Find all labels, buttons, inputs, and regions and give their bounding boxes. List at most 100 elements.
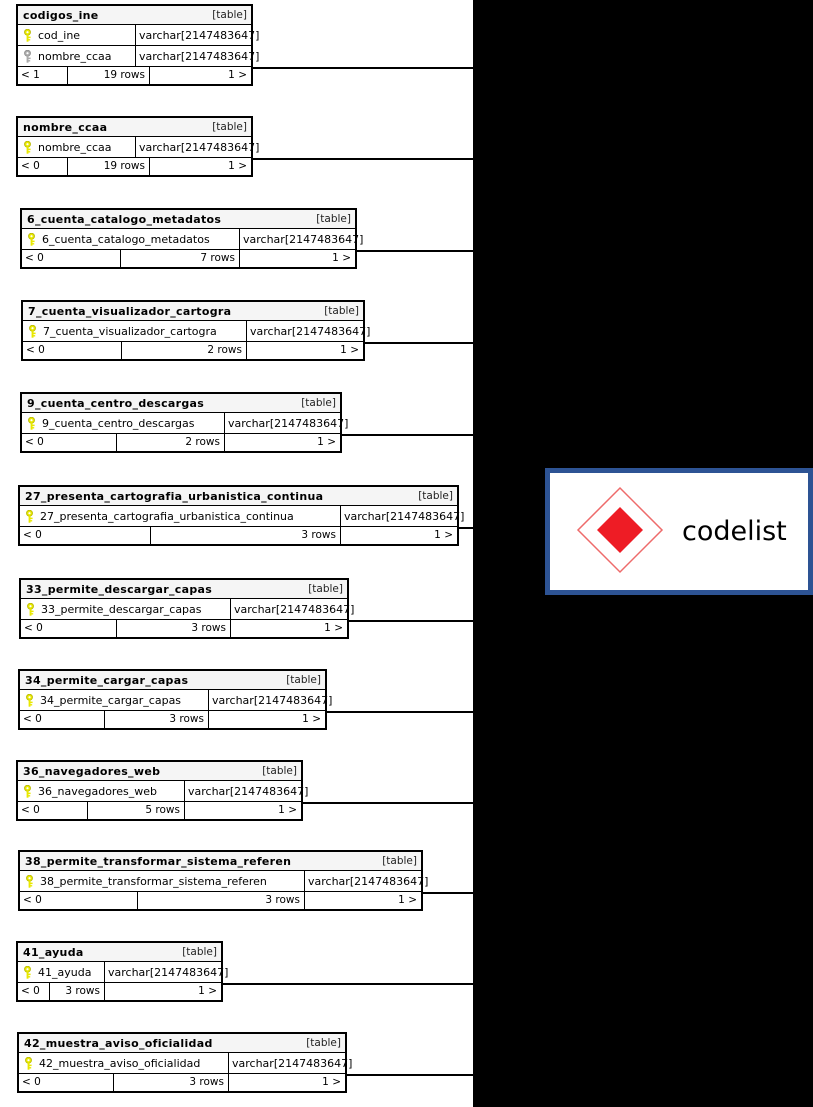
entity-table[interactable]: 7_cuenta_visualizador_cartogra[table]7_c…	[21, 300, 370, 361]
field-type-cell: varchar[2147483647]	[108, 965, 229, 979]
entity-type-tag: [table]	[182, 945, 217, 958]
row-count-label: 19 rows	[68, 67, 150, 84]
prev-page-button[interactable]: < 0	[20, 892, 138, 909]
entity-title-bar: 36_navegadores_web[table]	[18, 762, 301, 781]
field-type-cell: varchar[2147483647]	[139, 140, 260, 154]
relationship-connector	[253, 158, 473, 160]
entity-type-tag: [table]	[418, 489, 453, 502]
next-page-button[interactable]: 1 >	[322, 1076, 341, 1089]
next-page-button[interactable]: 1 >	[198, 985, 217, 998]
prev-page-button[interactable]: < 0	[20, 711, 105, 728]
entity-table[interactable]: 33_permite_descargar_capas[table]33_perm…	[19, 578, 354, 639]
entity-title-bar: 34_permite_cargar_capas[table]	[20, 671, 325, 690]
entity-type-tag: [table]	[382, 854, 417, 867]
entity-table[interactable]: 42_muestra_aviso_oficialidad[table]42_mu…	[17, 1032, 352, 1093]
row-count-label: 7 rows	[121, 250, 240, 267]
primary-key-icon	[22, 784, 33, 798]
prev-page-button[interactable]: < 0	[22, 434, 117, 451]
relationship-connector	[423, 892, 473, 894]
entity-type-tag: [table]	[262, 764, 297, 777]
next-page-button[interactable]: 1 >	[278, 804, 297, 817]
primary-key-icon	[24, 693, 35, 707]
next-page-button[interactable]: 1 >	[340, 344, 359, 357]
next-page-button[interactable]: 1 >	[332, 252, 351, 265]
entity-title-bar: 27_presenta_cartografia_urbanistica_cont…	[20, 487, 457, 506]
next-page-button[interactable]: 1 >	[434, 529, 453, 542]
entity-name: 38_permite_transformar_sistema_referen	[25, 854, 292, 868]
next-page-button[interactable]: 1 >	[228, 160, 247, 173]
entity-field-row[interactable]: 27_presenta_cartografia_urbanistica_cont…	[20, 506, 464, 527]
entity-title-bar: 42_muestra_aviso_oficialidad[table]	[19, 1034, 345, 1053]
entity-name: codigos_ine	[23, 8, 99, 22]
primary-key-icon	[23, 1056, 34, 1070]
relationship-connector	[357, 250, 473, 252]
prev-page-button[interactable]: < 0	[19, 1074, 114, 1091]
legend-label: codelist	[682, 516, 787, 547]
entity-table[interactable]: 36_navegadores_web[table]36_navegadores_…	[16, 760, 308, 821]
entity-table[interactable]: 34_permite_cargar_capas[table]34_permite…	[18, 669, 332, 730]
entity-title-bar: nombre_ccaa[table]	[18, 118, 251, 137]
next-page-button[interactable]: 1 >	[317, 436, 336, 449]
prev-page-button[interactable]: < 0	[21, 620, 117, 637]
row-count-label: 19 rows	[68, 158, 150, 175]
entity-title-bar: 33_permite_descargar_capas[table]	[21, 580, 347, 599]
prev-page-button[interactable]: < 0	[18, 802, 88, 819]
entity-type-tag: [table]	[308, 582, 343, 595]
field-name-label: 36_navegadores_web	[38, 784, 157, 798]
prev-page-button[interactable]: < 0	[22, 250, 121, 267]
entity-type-tag: [table]	[324, 304, 359, 317]
field-name-label: 34_permite_cargar_capas	[40, 693, 182, 707]
entity-name: 41_ayuda	[23, 945, 84, 959]
next-page-button[interactable]: 1 >	[324, 622, 343, 635]
prev-page-button[interactable]: < 0	[20, 527, 151, 544]
row-count-label: 3 rows	[151, 527, 341, 544]
field-type-cell: varchar[2147483647]	[308, 874, 429, 888]
row-count-label: 3 rows	[114, 1074, 229, 1091]
next-page-button[interactable]: 1 >	[398, 894, 417, 907]
next-page-button[interactable]: 1 >	[302, 713, 321, 726]
prev-page-button[interactable]: < 1	[18, 67, 68, 84]
entity-name: 34_permite_cargar_capas	[25, 673, 189, 687]
entity-type-tag: [table]	[212, 8, 247, 21]
entity-table[interactable]: 27_presenta_cartografia_urbanistica_cont…	[18, 485, 464, 546]
prev-page-button[interactable]: < 0	[23, 342, 122, 359]
entity-type-tag: [table]	[212, 120, 247, 133]
entity-title-bar: codigos_ine [table]	[18, 6, 251, 25]
field-name-cell: 36_navegadores_web	[18, 781, 185, 801]
entity-table[interactable]: 38_permite_transformar_sistema_referen [t…	[18, 850, 428, 911]
field-name-label: cod_ine	[38, 28, 81, 42]
row-count-label: 3 rows	[138, 892, 305, 909]
field-type-cell: varchar[2147483647]	[139, 49, 260, 63]
field-name-label: 27_presenta_cartografia_urbanistica_cont…	[40, 509, 294, 523]
field-name-cell: 27_presenta_cartografia_urbanistica_cont…	[20, 506, 341, 526]
entity-table[interactable]: 9_cuenta_centro_descargas[table]9_cuenta…	[20, 392, 348, 453]
next-page-button[interactable]: 1 >	[228, 69, 247, 82]
prev-page-button[interactable]: < 0	[18, 983, 50, 1000]
prev-page-button[interactable]: < 0	[18, 158, 68, 175]
relationship-connector	[365, 342, 473, 344]
field-name-cell: nombre_ccaa	[18, 137, 136, 157]
entity-table[interactable]: 6_cuenta_catalogo_metadatos[table]6_cuen…	[20, 208, 363, 269]
